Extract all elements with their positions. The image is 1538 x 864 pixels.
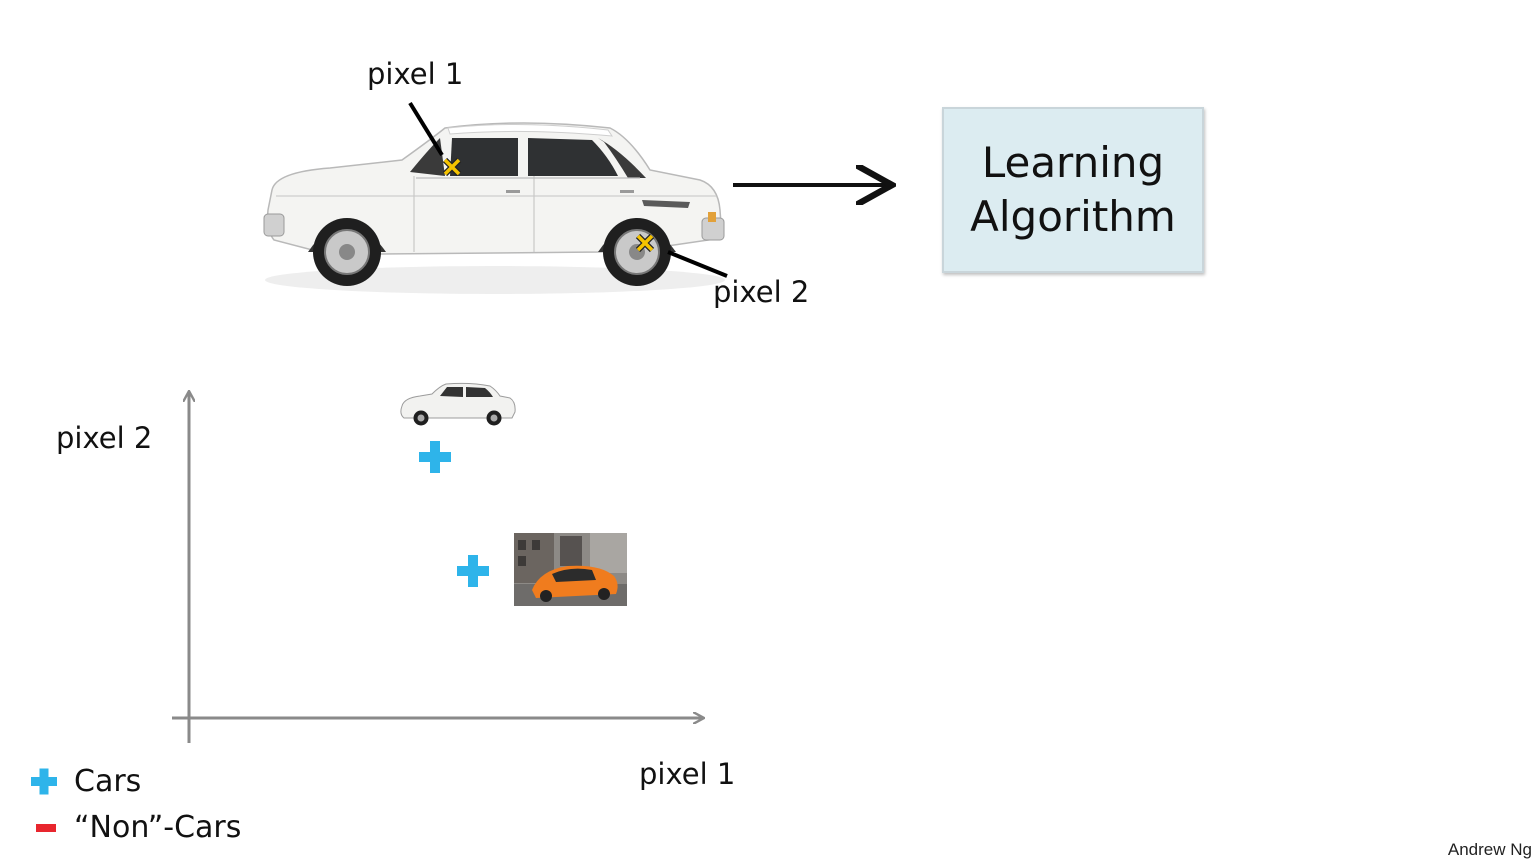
car-data-point bbox=[419, 441, 451, 473]
learning-box-line-2: Algorithm bbox=[970, 192, 1176, 241]
small-car-thumbnail bbox=[400, 382, 516, 426]
plot-axes bbox=[172, 392, 703, 743]
learning-box-line-1: Learning bbox=[981, 138, 1165, 187]
pixel-1-pointer bbox=[408, 101, 444, 157]
car-data-point bbox=[457, 555, 489, 587]
plus-icon bbox=[31, 768, 57, 795]
legend-label-non-cars: “Non”-Cars bbox=[74, 810, 242, 845]
minus-icon bbox=[36, 824, 56, 832]
pixel-1-label: pixel 1 bbox=[367, 57, 464, 91]
x-axis-label: pixel 1 bbox=[639, 757, 736, 791]
car-photo bbox=[263, 122, 725, 294]
learning-algorithm-box: Learning Algorithm bbox=[942, 107, 1204, 273]
y-axis-label: pixel 2 bbox=[56, 421, 153, 455]
orange-car-thumbnail bbox=[514, 533, 627, 606]
pixel-2-marker bbox=[635, 233, 655, 253]
pixel-2-label: pixel 2 bbox=[713, 275, 810, 309]
author-credit: Andrew Ng bbox=[1447, 840, 1532, 859]
pixel-1-marker bbox=[442, 157, 462, 177]
legend-label-cars: Cars bbox=[74, 764, 142, 799]
pixel-2-pointer bbox=[667, 250, 728, 278]
